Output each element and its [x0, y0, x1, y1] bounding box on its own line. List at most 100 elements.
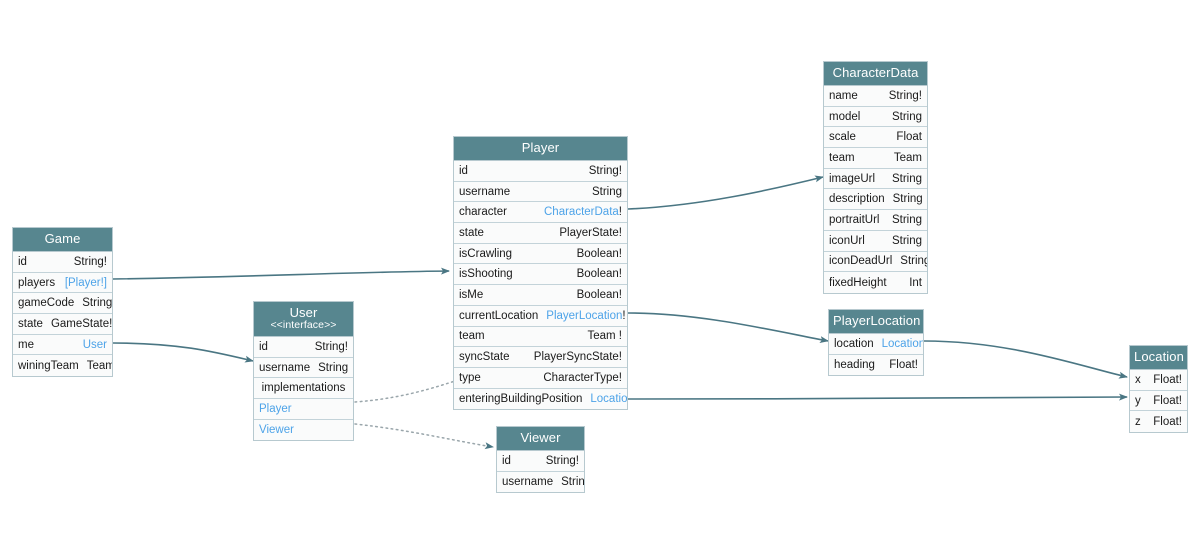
field-type-link[interactable]: User	[82, 338, 107, 351]
field-row[interactable]: type CharacterType!	[454, 367, 627, 389]
edge-game-players-to-player	[112, 267, 450, 280]
field-type: String	[891, 213, 922, 226]
field-row[interactable]: state PlayerState!	[454, 223, 627, 244]
field-type: PlayerLocation!	[546, 310, 625, 322]
implementation-row[interactable]: Viewer	[254, 419, 353, 441]
field-row[interactable]: isShooting Boolean!	[454, 264, 627, 286]
field-name: state	[18, 317, 43, 330]
field-type: Boolean!	[576, 247, 622, 260]
field-row[interactable]: enteringBuildingPosition Location	[454, 388, 627, 410]
field-row[interactable]: gameCode String!	[13, 293, 112, 315]
entity-player-location[interactable]: PlayerLocation location Location! headin…	[828, 309, 924, 377]
field-row[interactable]: character CharacterData!	[454, 202, 627, 224]
field-name: me	[18, 338, 34, 351]
field-row[interactable]: players [Player!]	[13, 272, 112, 294]
edge-player-character-to-characterdata	[627, 175, 824, 210]
field-type: String	[591, 185, 622, 198]
field-type-link[interactable]: CharacterData	[544, 206, 619, 219]
field-row[interactable]: heading Float!	[829, 354, 923, 376]
implementations-header: implementations	[254, 378, 353, 400]
field-row[interactable]: id String!	[13, 252, 112, 273]
field-row[interactable]: scale Float	[824, 127, 927, 149]
field-row[interactable]: name String!	[824, 86, 927, 107]
field-row[interactable]: isMe Boolean!	[454, 285, 627, 306]
field-type: CharacterType!	[543, 371, 622, 384]
field-row[interactable]: currentLocation PlayerLocation!	[454, 305, 627, 327]
field-type: Int	[909, 276, 922, 289]
field-name: portraitUrl	[829, 213, 880, 226]
field-type: GameState!	[50, 317, 112, 330]
field-type-link[interactable]: Location	[590, 392, 627, 405]
field-row[interactable]: id String!	[454, 161, 627, 182]
field-name: character	[459, 206, 507, 219]
field-type: Team	[86, 359, 112, 372]
field-name: players	[18, 276, 56, 289]
field-name: name	[829, 89, 858, 102]
edge-player-enteringbuildingposition-to-location	[627, 393, 1128, 401]
non-null-marker: !	[618, 206, 622, 219]
entity-player[interactable]: Player id String! username String charac…	[453, 136, 628, 411]
field-name: model	[829, 110, 861, 123]
field-row[interactable]: fixedHeight Int	[824, 272, 927, 293]
field-row[interactable]: state GameState!	[13, 314, 112, 335]
implementation-link[interactable]: Viewer	[259, 424, 294, 437]
field-row[interactable]: username String	[454, 181, 627, 203]
field-row[interactable]: username String	[497, 471, 584, 493]
implementation-link[interactable]: Player	[259, 402, 292, 415]
field-type: String	[891, 172, 922, 185]
entity-character-data[interactable]: CharacterData name String! model String …	[823, 61, 928, 294]
field-row[interactable]: team Team	[824, 148, 927, 169]
field-type: String!	[888, 89, 922, 102]
field-type: Location!	[882, 338, 923, 350]
field-name: isShooting	[459, 268, 513, 281]
field-row[interactable]: model String	[824, 106, 927, 128]
field-type: String!	[73, 255, 107, 268]
field-row[interactable]: isCrawling Boolean!	[454, 243, 627, 265]
field-type: String	[318, 361, 349, 374]
entity-game-title: Game	[13, 228, 112, 252]
field-type: Team !	[587, 330, 622, 343]
implementation-row[interactable]: Player	[254, 399, 353, 420]
entity-location-title: Location	[1130, 346, 1187, 370]
field-row[interactable]: syncState PlayerSyncState!	[454, 347, 627, 368]
field-row[interactable]: winingTeam Team	[13, 355, 112, 377]
entity-location[interactable]: Location x Float! y Float! z Float!	[1129, 345, 1188, 434]
field-row[interactable]: x Float!	[1130, 370, 1187, 391]
entity-viewer[interactable]: Viewer id String! username String	[496, 426, 585, 494]
field-row[interactable]: y Float!	[1130, 390, 1187, 412]
field-type: Float!	[1153, 415, 1182, 428]
field-row[interactable]: iconUrl String	[824, 230, 927, 252]
field-type-link[interactable]: [Player!]	[64, 276, 107, 289]
field-row[interactable]: location Location!	[829, 334, 923, 355]
field-name: team	[459, 330, 485, 343]
field-type-link[interactable]: PlayerLocation	[546, 309, 623, 322]
field-name: scale	[829, 131, 856, 144]
entity-game[interactable]: Game id String! players [Player!] gameCo…	[12, 227, 113, 378]
field-type: String	[891, 234, 922, 247]
field-row[interactable]: username String	[254, 357, 353, 379]
field-row[interactable]: team Team !	[454, 326, 627, 348]
field-name: x	[1135, 373, 1141, 386]
field-row[interactable]: description String	[824, 189, 927, 211]
field-type: String!	[545, 454, 579, 467]
field-name: currentLocation	[459, 309, 539, 322]
field-row[interactable]: portraitUrl String	[824, 210, 927, 231]
field-row[interactable]: id String!	[497, 451, 584, 472]
edge-playerlocation-location-to-location	[923, 340, 1128, 379]
field-row[interactable]: imageUrl String	[824, 168, 927, 190]
implementations-label: implementations	[261, 382, 346, 395]
field-type: PlayerState!	[559, 226, 622, 239]
field-row[interactable]: iconDeadUrl String	[824, 251, 927, 273]
field-name: type	[459, 371, 481, 384]
field-type: Float!	[1153, 373, 1182, 386]
entity-viewer-name: Viewer	[520, 430, 561, 445]
field-type-link[interactable]: Location	[881, 337, 923, 350]
field-row[interactable]: z Float!	[1130, 411, 1187, 433]
edge-player-currentlocation-to-playerlocation	[627, 312, 829, 343]
field-name: heading	[834, 359, 875, 372]
entity-user[interactable]: User <<interface>> id String! username S…	[253, 301, 354, 442]
field-name: enteringBuildingPosition	[459, 392, 583, 405]
field-row[interactable]: me User	[13, 334, 112, 356]
field-row[interactable]: id String!	[254, 337, 353, 358]
